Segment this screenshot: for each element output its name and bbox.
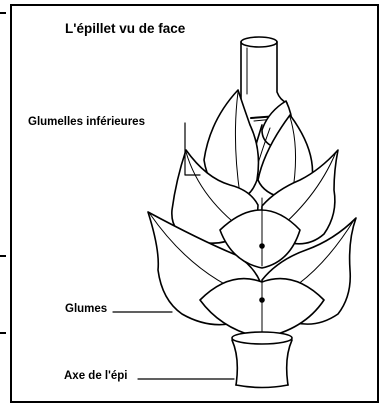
stalk xyxy=(232,332,292,388)
figure-title: L'épillet vu de face xyxy=(65,22,225,37)
label-axe: Axe de l'épi xyxy=(64,370,127,383)
label-glumelles: Glumelles inférieures xyxy=(28,116,145,129)
label-glumes: Glumes xyxy=(65,303,107,316)
